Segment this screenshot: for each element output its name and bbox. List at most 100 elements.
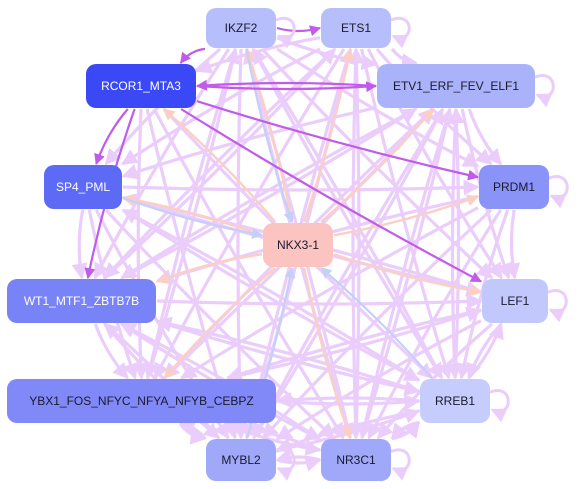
node-nkx3-1[interactable]: NKX3-1 [263, 223, 333, 267]
edge-nr3c1-to-ybx1_fos_nfyc_nfya_nfyb_cebpz [223, 418, 321, 452]
edge-sp4_pml-to-wt1_mtf1_zbtb7b [71, 209, 88, 280]
self-loop-rreb1 [489, 389, 510, 423]
node-label: MYBL2 [221, 453, 261, 467]
edge-wt1_mtf1_zbtb7b-to-ybx1_fos_nfyc_nfya_nfyb_cebpz [93, 323, 129, 380]
edge-mybl2-to-nr3c1 [276, 456, 322, 472]
edge-mybl2-to-ybx1_fos_nfyc_nfya_nfyb_cebpz [178, 418, 207, 440]
edge-rcor1_mta3-to-lef1 [180, 108, 482, 283]
edge-etv1_erf_fev_elf1-to-rreb1 [446, 108, 463, 380]
edge-etv1_erf_fev_elf1-to-prdm1 [467, 108, 503, 166]
edge-ikzf2-to-ets1 [276, 25, 322, 36]
self-loop-etv1_erf_fev_elf1 [534, 74, 555, 108]
edge-nkx3-1-to-ybx1_fos_nfyc_nfya_nfyb_cebpz [163, 267, 276, 379]
edge-rreb1-to-etv1_erf_fev_elf1 [448, 107, 465, 379]
node-prdm1[interactable]: PRDM1 [479, 165, 549, 209]
edge-ikzf2-to-wt1_mtf1_zbtb7b [93, 48, 231, 280]
node-label: SP4_PML [56, 180, 110, 194]
node-rreb1[interactable]: RREB1 [420, 379, 490, 423]
edge-nkx3-1-to-lef1 [333, 253, 483, 297]
edge-ets1-to-ybx1_fos_nfyc_nfya_nfyb_cebpz [153, 48, 346, 380]
edge-rreb1-to-lef1 [467, 322, 504, 380]
edge-rreb1-to-sp4_pml [121, 208, 420, 382]
node-box [206, 8, 276, 48]
node-box [206, 439, 276, 481]
self-loop-ets1 [390, 16, 411, 49]
node-box [44, 165, 122, 209]
node-lef1[interactable]: LEF1 [482, 279, 548, 323]
self-loop-ikzf2 [275, 16, 296, 49]
edge-rcor1_mta3-to-sp4_pml [94, 108, 129, 166]
edge-ets1-to-wt1_mtf1_zbtb7b [103, 47, 336, 280]
edge-wt1_mtf1_zbtb7b-to-etv1_erf_fev_elf1 [120, 107, 418, 280]
edge-nkx3-1-to-prdm1 [333, 194, 480, 237]
edge-ets1-to-sp4_pml [121, 47, 321, 166]
edge-wt1_mtf1_zbtb7b-to-lef1 [156, 293, 483, 310]
node-label: RREB1 [435, 394, 475, 408]
edge-ets1-to-etv1_erf_fev_elf1 [390, 47, 418, 70]
edge-nkx3-1-to-rcor1_mta3 [162, 108, 277, 223]
node-box [482, 279, 548, 323]
edge-rreb1-to-nkx3-1 [320, 267, 433, 379]
node-box [420, 379, 490, 423]
node-label: RCOR1_MTA3 [101, 79, 181, 93]
edge-nr3c1-to-mybl2 [275, 448, 321, 464]
node-sp4_pml[interactable]: SP4_PML [44, 165, 122, 209]
node-box [321, 439, 391, 481]
edge-wt1_mtf1_zbtb7b-to-ets1 [103, 47, 337, 280]
node-label: ETV1_ERF_FEV_ELF1 [393, 79, 519, 93]
node-etv1_erf_fev_elf1[interactable]: ETV1_ERF_FEV_ELF1 [377, 64, 535, 108]
node-label: LEF1 [501, 294, 530, 308]
node-nr3c1[interactable]: NR3C1 [321, 439, 391, 481]
edge-nkx3-1-to-etv1_erf_fev_elf1 [320, 108, 435, 223]
edge-ikzf2-to-rcor1_mta3 [179, 47, 206, 64]
edge-nr3c1-to-ets1 [348, 47, 365, 439]
edge-lef1-to-nr3c1 [376, 322, 494, 440]
edge-nkx3-1-to-sp4_pml [121, 193, 263, 237]
node-box [321, 8, 391, 48]
self-loop-lef1 [547, 289, 568, 323]
edge-nr3c1-to-etv1_erf_fev_elf1 [360, 107, 455, 439]
node-ets1[interactable]: ETS1 [321, 8, 391, 48]
edge-nr3c1-to-rreb1 [391, 421, 421, 441]
node-mybl2[interactable]: MYBL2 [206, 439, 276, 481]
edge-ets1-to-nr3c1 [347, 48, 364, 440]
edge-sp4_pml-to-nkx3-1 [122, 196, 264, 239]
node-label: PRDM1 [493, 180, 535, 194]
edge-ikzf2-to-rreb1 [251, 48, 444, 380]
self-loops-layer [275, 16, 569, 481]
node-box [86, 64, 196, 108]
node-box [7, 279, 156, 323]
node-ybx1_fos_nfyc_nfya_nfyb_cebpz[interactable]: YBX1_FOS_NFYC_NFYA_NFYB_CEBPZ [7, 379, 276, 423]
edge-ikzf2-to-nkx3-1 [245, 48, 295, 224]
edge-rcor1_mta3-to-nr3c1 [152, 108, 345, 440]
node-rcor1_mta3[interactable]: RCOR1_MTA3 [86, 64, 196, 108]
edge-nkx3-1-to-wt1_mtf1_zbtb7b [155, 253, 263, 284]
node-box [479, 165, 549, 209]
self-loop-prdm1 [548, 175, 569, 209]
self-loop-nr3c1 [390, 448, 411, 481]
edge-prdm1-to-lef1 [504, 209, 521, 280]
node-label: NR3C1 [336, 453, 376, 467]
node-box [377, 64, 535, 108]
node-ikzf2[interactable]: IKZF2 [206, 8, 276, 48]
edge-ybx1_fos_nfyc_nfya_nfyb_cebpz-to-rreb1 [276, 394, 421, 411]
node-box [7, 379, 276, 423]
edge-nkx3-1-to-nr3c1 [303, 267, 353, 440]
edge-mybl2-to-etv1_erf_fev_elf1 [252, 107, 445, 439]
node-wt1_mtf1_zbtb7b[interactable]: WT1_MTF1_ZBTB7B [7, 279, 156, 323]
edge-rreb1-to-ybx1_fos_nfyc_nfya_nfyb_cebpz [275, 391, 420, 408]
node-label: YBX1_FOS_NFYC_NFYA_NFYB_CEBPZ [29, 394, 254, 408]
edge-etv1_erf_fev_elf1-to-rcor1_mta3 [195, 79, 377, 91]
edge-rcor1_mta3-to-etv1_erf_fev_elf1 [196, 81, 378, 93]
edge-nkx3-1-to-ets1 [303, 47, 355, 223]
edge-prdm1-to-ybx1_fos_nfyc_nfya_nfyb_cebpz [180, 206, 479, 380]
edge-rreb1-to-wt1_mtf1_zbtb7b [155, 316, 420, 393]
node-label: IKZF2 [225, 21, 258, 35]
edge-sp4_pml-to-prdm1 [122, 179, 480, 196]
node-label: WT1_MTF1_ZBTB7B [24, 294, 139, 308]
edge-sp4_pml-to-rreb1 [122, 208, 421, 382]
node-label: NKX3-1 [277, 238, 319, 252]
self-loop-mybl2 [275, 448, 296, 481]
